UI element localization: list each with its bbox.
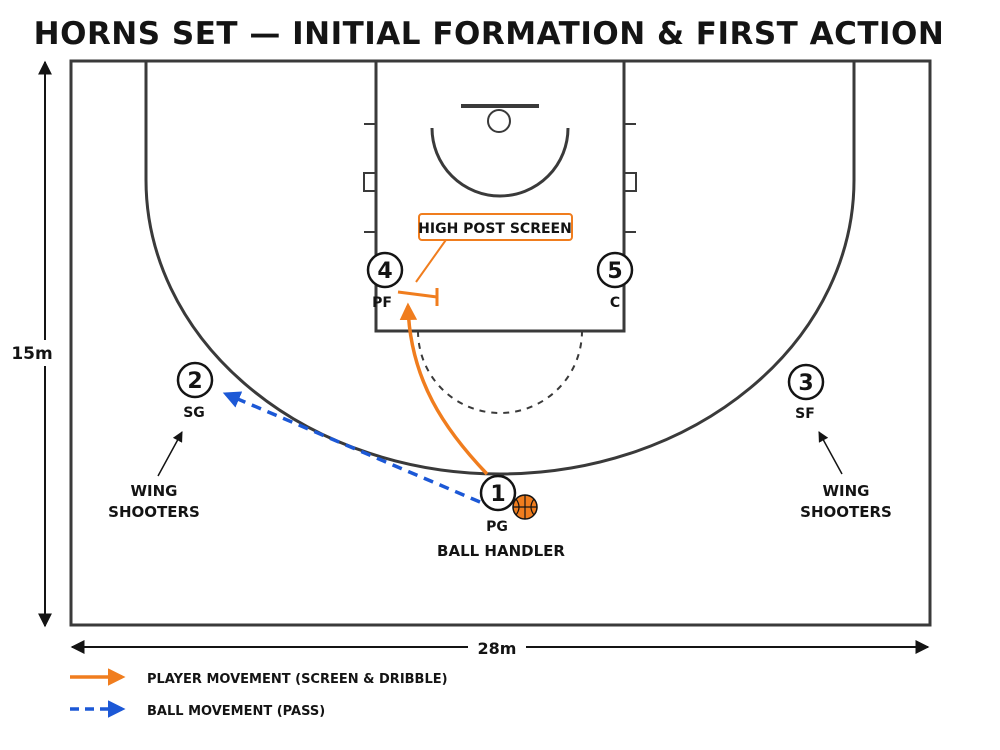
key-paint bbox=[374, 59, 626, 333]
height-label-bg bbox=[18, 340, 66, 366]
wing-right-line1: WING bbox=[823, 482, 870, 500]
legend-player-movement-label: PLAYER MOVEMENT (SCREEN & DRIBBLE) bbox=[147, 672, 448, 687]
player-3[interactable]: 3 SF bbox=[787, 363, 825, 422]
wing-right-line2: SHOOTERS bbox=[800, 503, 892, 521]
player-4-number: 4 bbox=[377, 259, 392, 284]
width-label: 28m bbox=[478, 639, 517, 658]
player-5-position: C bbox=[610, 295, 620, 311]
restricted-area-arc bbox=[430, 127, 570, 198]
player-3-position: SF bbox=[795, 406, 815, 422]
player-2-number: 2 bbox=[187, 369, 202, 394]
player-5-number: 5 bbox=[607, 259, 622, 284]
width-label-bg bbox=[468, 636, 526, 660]
player-2-position: SG bbox=[183, 405, 205, 421]
wing-left-line1: WING bbox=[131, 482, 178, 500]
legend-ball-movement-label: BALL MOVEMENT (PASS) bbox=[147, 704, 325, 719]
wing-right-pointer bbox=[818, 431, 843, 475]
player-1[interactable]: 1 PG bbox=[479, 474, 517, 535]
screen-callout-label: HIGH POST SCREEN bbox=[418, 221, 572, 237]
player-2[interactable]: 2 SG bbox=[176, 361, 214, 421]
player-movement-path bbox=[399, 302, 489, 476]
ball-handler-label: BALL HANDLER bbox=[437, 542, 565, 560]
rim bbox=[487, 109, 511, 133]
court-boundary bbox=[69, 59, 932, 627]
screen-marker bbox=[397, 236, 449, 306]
screen-callout-box bbox=[418, 213, 573, 241]
player-4-position: PF bbox=[372, 295, 392, 311]
legend: PLAYER MOVEMENT (SCREEN & DRIBBLE) BALL … bbox=[70, 668, 448, 719]
ball-movement-path bbox=[222, 391, 481, 504]
three-point-line bbox=[144, 61, 856, 476]
height-label: 15m bbox=[11, 344, 52, 364]
player-1-position: PG bbox=[486, 519, 508, 535]
player-1-number: 1 bbox=[490, 482, 505, 507]
player-3-number: 3 bbox=[798, 371, 813, 396]
basketball-icon bbox=[512, 494, 538, 520]
wing-left-pointer bbox=[157, 431, 183, 477]
player-4[interactable]: 4 PF bbox=[366, 251, 404, 311]
wing-left-line2: SHOOTERS bbox=[108, 503, 200, 521]
diagram-title: HORNS SET — INITIAL FORMATION & FIRST AC… bbox=[34, 16, 945, 52]
lane-hash-marks bbox=[363, 123, 637, 233]
free-throw-circle-dashed bbox=[417, 330, 583, 414]
player-5[interactable]: 5 C bbox=[596, 251, 634, 311]
